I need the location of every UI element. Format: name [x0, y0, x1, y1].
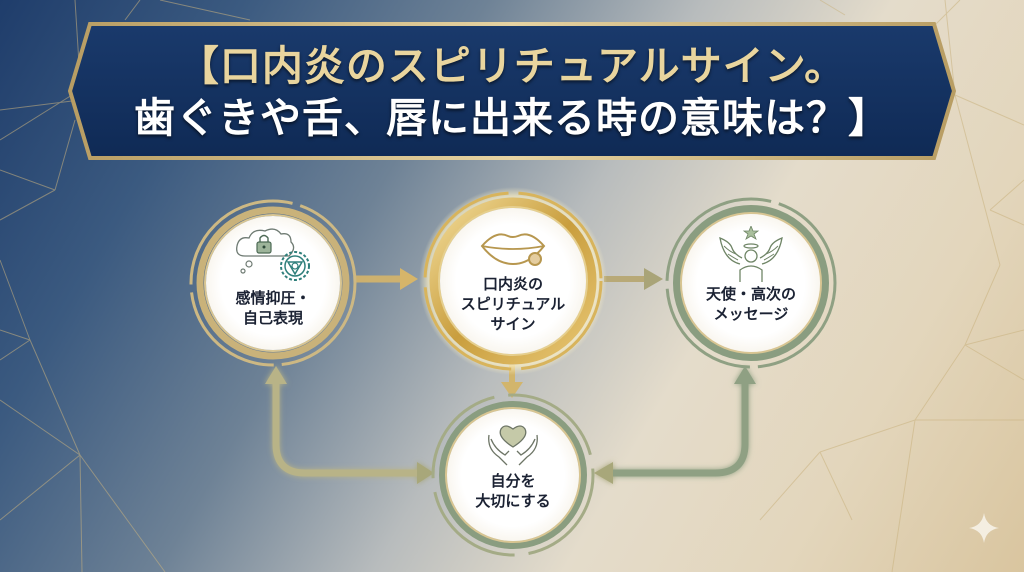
throat-chakra-icon	[280, 251, 310, 281]
banner-shape	[68, 22, 956, 160]
node-angel-message[interactable]: 天使・高次の メッセージ	[664, 196, 838, 370]
node-label-line: スピリチュアル	[460, 295, 566, 313]
node-label: 自分を 大切にする	[475, 471, 550, 511]
node-label-line: 口内炎の	[482, 275, 543, 293]
node-label-line: 自分を	[490, 472, 536, 490]
title-banner: 【口内炎のスピリチュアルサイン。 歯ぐきや舌、唇に出来る時の意味は？】	[68, 22, 956, 160]
title-line-1: 【口内炎のスピリチュアルサイン。	[177, 42, 847, 90]
node-label-line: サイン	[490, 315, 536, 333]
node-canker-sore-spiritual-sign[interactable]: 口内炎の スピリチュアル サイン	[418, 186, 608, 376]
node-label-line: 自己表現	[242, 309, 303, 327]
node-label: 天使・高次の メッセージ	[706, 284, 796, 324]
node-ring-sage	[431, 393, 595, 557]
title-line-2: 歯ぐきや舌、唇に出来る時の意味は？】	[134, 94, 890, 142]
node-label: 感情抑圧・ 自己表現	[235, 288, 310, 328]
page-title: 【口内炎のスピリチュアルサイン。 歯ぐきや舌、唇に出来る時の意味は？】	[68, 40, 956, 144]
node-label-line: 感情抑圧・	[235, 289, 311, 307]
node-label-line: 大切にする	[475, 492, 551, 510]
node-label: 口内炎の スピリチュアル サイン	[461, 274, 566, 334]
node-label-line: メッセージ	[713, 305, 789, 323]
arrow-center-to-right	[604, 268, 663, 290]
angel-icon	[719, 226, 783, 282]
arrow-right-to-bottom	[594, 366, 756, 484]
arrow-bottom-to-left	[265, 366, 434, 484]
hands-heart-icon	[488, 425, 538, 466]
thought-cloud-lock-icon	[236, 228, 310, 281]
node-self-care[interactable]: 自分を 大切にする	[430, 392, 596, 558]
node-emotional-suppression[interactable]: 感情抑圧・ 自己表現	[188, 198, 358, 368]
arrow-left-to-center	[356, 268, 418, 290]
node-ring	[189, 199, 357, 367]
node-label-line: 天使・高次の	[705, 285, 796, 303]
sparkle-icon	[969, 513, 999, 543]
node-ring-sage	[665, 197, 837, 369]
lips-icon	[480, 233, 546, 266]
